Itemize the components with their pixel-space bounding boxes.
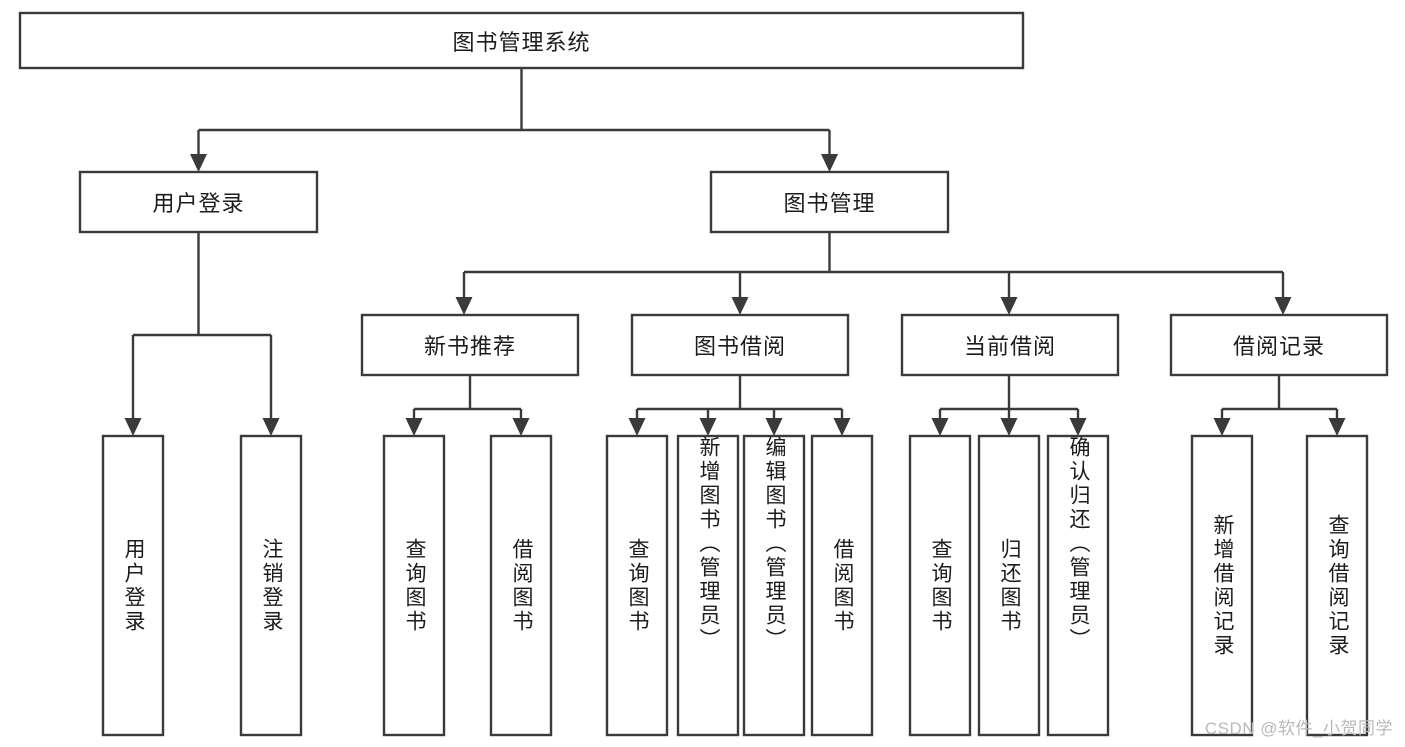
connector-group-user-login [124, 232, 280, 436]
arrowhead-leaf-confirm-return [1069, 418, 1087, 436]
node-leaf-confirm-return[interactable] [1046, 434, 1110, 737]
node-new-book-rec[interactable] [360, 313, 580, 377]
arrowhead-leaf-logout [262, 418, 280, 436]
arrowhead-leaf-edit-book [765, 418, 783, 436]
node-leaf-return-book[interactable] [977, 434, 1041, 737]
node-leaf-query-record[interactable] [1305, 434, 1369, 737]
arrowhead-leaf-user-login [124, 418, 142, 436]
arrowhead-leaf-add-book [699, 418, 717, 436]
node-leaf-query-book-3[interactable] [908, 434, 972, 737]
connector-group-book-mgmt [455, 232, 1292, 315]
node-root[interactable] [18, 11, 1025, 70]
arrowhead-user-login [190, 154, 207, 172]
arrowhead-borrow-record [1274, 297, 1292, 315]
arrowhead-book-borrow [731, 297, 749, 315]
connector-group-borrow-record [1213, 375, 1346, 436]
connector-group-book-borrow [628, 375, 851, 436]
node-leaf-user-login[interactable] [101, 434, 165, 737]
arrowhead-leaf-query-book-1 [405, 418, 423, 436]
connector-group-current-borrow [931, 375, 1087, 436]
arrowhead-current-borrow [1000, 297, 1018, 315]
node-leaf-borrow-book-2[interactable] [810, 434, 874, 737]
arrowhead-leaf-add-record [1213, 418, 1231, 436]
node-current-borrow[interactable] [900, 313, 1120, 377]
node-book-borrow[interactable] [630, 313, 850, 377]
node-leaf-add-book[interactable] [676, 434, 740, 737]
node-user-login[interactable] [78, 170, 319, 234]
arrowhead-leaf-query-book-3 [931, 418, 949, 436]
node-leaf-query-book-2[interactable] [605, 434, 669, 737]
node-leaf-edit-book[interactable] [742, 434, 806, 737]
connector-group-new-book-rec [405, 375, 530, 436]
arrowhead-book-mgmt [821, 154, 838, 172]
node-leaf-add-record[interactable] [1190, 434, 1254, 737]
arrowhead-leaf-query-book-2 [628, 418, 646, 436]
connector-group-root [190, 68, 838, 172]
arrowhead-leaf-return-book [1000, 418, 1018, 436]
arrowhead-leaf-borrow-book-2 [833, 418, 851, 436]
node-leaf-logout[interactable] [239, 434, 303, 737]
arrowhead-leaf-query-record [1328, 418, 1346, 436]
node-borrow-record[interactable] [1169, 313, 1389, 377]
node-leaf-query-book-1[interactable] [382, 434, 446, 737]
arrowhead-new-book-rec [455, 297, 473, 315]
arrowhead-leaf-borrow-book-1 [512, 418, 530, 436]
node-book-mgmt[interactable] [709, 170, 950, 234]
node-leaf-borrow-book-1[interactable] [489, 434, 553, 737]
